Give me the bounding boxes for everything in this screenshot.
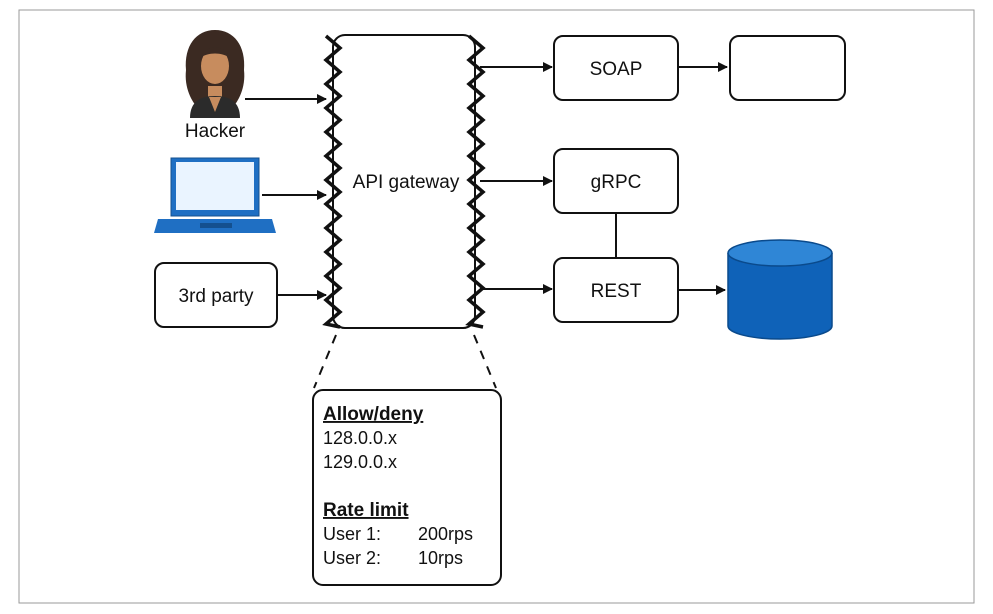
soap-label: SOAP — [590, 59, 643, 80]
api-gateway-label: API gateway — [353, 172, 460, 193]
rate-limit-heading: Rate limit — [323, 500, 409, 521]
gateway-firewall-left — [322, 34, 343, 329]
rate-limit-value: 10rps — [418, 548, 463, 568]
rate-limit-user: User 2: — [323, 548, 381, 568]
third-party-label: 3rd party — [179, 286, 254, 307]
soap-target-box — [729, 35, 846, 101]
gateway-firewall-right — [465, 34, 486, 329]
api-gateway-box — [332, 34, 476, 329]
hacker-avatar-icon — [185, 30, 245, 118]
database-icon — [727, 239, 833, 340]
policy-box — [312, 389, 502, 586]
laptop-icon — [154, 157, 276, 233]
rest-label: REST — [591, 281, 642, 302]
allow-deny-item: 128.0.0.x — [323, 428, 397, 448]
grpc-label: gRPC — [591, 172, 642, 193]
hacker-label: Hacker — [185, 121, 246, 142]
rate-limit-value: 200rps — [418, 524, 473, 544]
rate-limit-user: User 1: — [323, 524, 381, 544]
allow-deny-item: 129.0.0.x — [323, 452, 397, 472]
allow-deny-heading: Allow/deny — [323, 404, 424, 425]
